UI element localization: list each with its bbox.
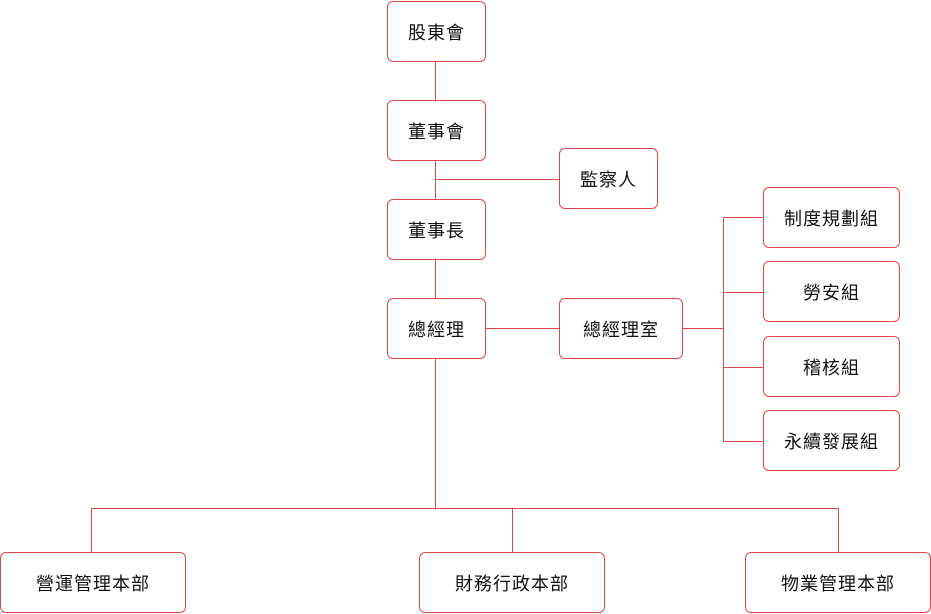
connector-divisions-bar	[91, 508, 839, 509]
node-finance-admin: 財務行政本部	[419, 552, 605, 613]
node-shareholders: 股東會	[387, 1, 486, 62]
node-label: 總經理室	[583, 319, 659, 341]
node-operations: 營運管理本部	[0, 552, 186, 613]
node-label: 營運管理本部	[36, 573, 150, 595]
node-labor-safety: 勞安組	[763, 261, 900, 322]
connector-chairman-gm	[435, 260, 436, 299]
connector-gm-office	[485, 328, 560, 329]
node-label: 永續發展組	[784, 431, 879, 453]
node-label: 監察人	[580, 169, 637, 191]
connector-to-property	[838, 508, 839, 553]
node-property: 物業管理本部	[745, 552, 931, 613]
node-board: 董事會	[387, 100, 486, 161]
node-label: 股東會	[408, 22, 465, 44]
connector-to-audit	[723, 367, 764, 368]
connector-to-planning	[723, 217, 764, 218]
node-label: 物業管理本部	[781, 573, 895, 595]
node-label: 制度規劃組	[784, 208, 879, 230]
node-label: 總經理	[408, 319, 465, 341]
connector-office-branch	[683, 328, 724, 329]
connector-board-chairman	[435, 161, 436, 200]
connector-to-supervisor	[435, 179, 560, 180]
node-sustainability: 永續發展組	[763, 410, 900, 471]
node-label: 稽核組	[803, 357, 860, 379]
connector-shareholders-board	[435, 61, 436, 101]
connector-to-finance-admin	[512, 508, 513, 553]
node-planning: 制度規劃組	[763, 187, 900, 248]
node-supervisor: 監察人	[559, 148, 658, 209]
connector-to-operations	[91, 508, 92, 553]
node-general-manager: 總經理	[387, 298, 486, 359]
connector-to-labor-safety	[723, 292, 764, 293]
node-audit: 稽核組	[763, 336, 900, 397]
node-label: 財務行政本部	[455, 573, 569, 595]
node-label: 勞安組	[803, 282, 860, 304]
connector-gm-divisions	[435, 359, 436, 508]
connector-office-branch-vertical	[723, 217, 724, 441]
node-gm-office: 總經理室	[559, 298, 683, 359]
node-label: 董事會	[408, 121, 465, 143]
connector-to-sustainability	[723, 441, 764, 442]
node-chairman: 董事長	[387, 199, 486, 260]
node-label: 董事長	[408, 220, 465, 242]
